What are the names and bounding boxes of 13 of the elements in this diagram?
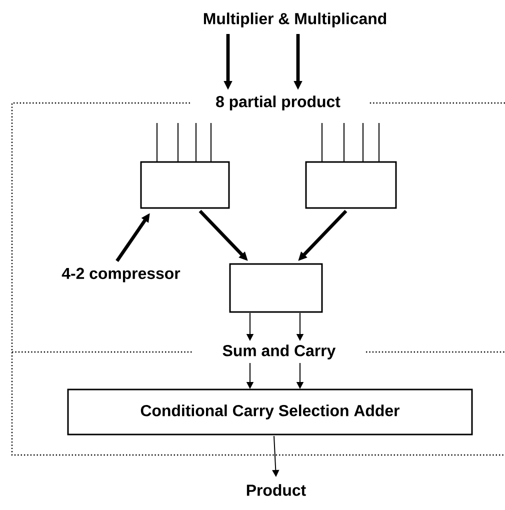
input-line — [378, 122, 380, 162]
input-line — [362, 122, 364, 162]
adder-box: Conditional Carry Selection Adder — [67, 388, 473, 436]
input-line — [156, 122, 158, 162]
label-text: Sum and Carry — [219, 342, 339, 362]
label-text: Product — [242, 481, 310, 499]
compressor-box — [229, 263, 323, 313]
compressor-box — [305, 161, 397, 209]
compressor-box — [140, 161, 230, 209]
label-text: 8 partial product — [212, 92, 344, 114]
input-line — [210, 122, 212, 162]
label-text: Multiplier & Multiplicand — [200, 10, 390, 30]
label-text: 4-2 compressor — [58, 264, 184, 286]
